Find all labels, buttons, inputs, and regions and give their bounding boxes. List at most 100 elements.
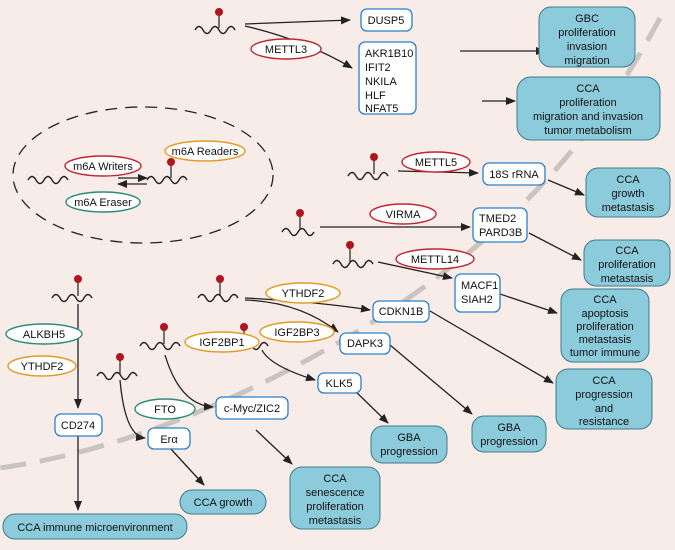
outcome-gbc-line1: GBC <box>575 13 599 25</box>
enzyme-oval-mettl3: METTL3 <box>250 38 322 60</box>
outcome-box-cca-proliferation-metastasis: CCA proliferation metastasis <box>583 239 671 287</box>
enzyme-label-ythdf2-left: YTHDF2 <box>21 361 64 373</box>
target-label-18s-rrna: 18S rRNA <box>489 169 539 181</box>
enzyme-oval-virma: VIRMA <box>369 203 437 225</box>
outcome-cca-sen-line2: senescence <box>306 487 365 499</box>
legend-readers-oval: m6A Readers <box>164 140 246 162</box>
target-label-klk5: KLK5 <box>326 378 353 390</box>
outcome-cca-prog-line2: progression <box>575 389 632 401</box>
target-label-nkila: NKILA <box>365 76 397 88</box>
enzyme-label-igf2bp1: IGF2BP1 <box>199 337 244 349</box>
outcome-cca-immune-label: CCA immune microenvironment <box>17 522 172 534</box>
enzyme-oval-ythdf2-left: YTHDF2 <box>7 355 77 377</box>
rna-strand-top <box>194 8 236 35</box>
outcome-box-cca-senescence: CCA senescence proliferation metastasis <box>289 466 381 530</box>
outcome-cca-prog-line3: and <box>595 403 613 415</box>
target-label-siah2: SIAH2 <box>461 294 493 306</box>
outcome-cca-gm-line3: metastasis <box>602 202 655 214</box>
outcome-cca-pm-line3: metastasis <box>601 273 654 285</box>
target-label-macf1: MACF1 <box>461 280 498 292</box>
outcome-box-gbc: GBC proliferation invasion migration <box>538 6 636 68</box>
target-label-ifit2: IFIT2 <box>365 62 391 74</box>
target-box-mettl3-group: AKR1B10 IFIT2 NKILA HLF NFAT5 <box>358 41 417 115</box>
outcome-cca-metab-line3: migration and invasion <box>533 111 643 123</box>
legend-writers-oval: m6A Writers <box>64 155 142 177</box>
enzyme-oval-fto: FTO <box>134 398 196 420</box>
rna-strand-igf2bp1 <box>139 323 181 351</box>
target-label-hlf: HLF <box>365 90 386 102</box>
outcome-cca-apo-line5: tumor immune <box>570 347 640 359</box>
dashed-separator-curve <box>0 16 663 471</box>
target-label-dusp5: DUSP5 <box>368 15 405 27</box>
enzyme-label-fto: FTO <box>154 404 176 416</box>
outcome-gbc-line3: invasion <box>567 41 607 53</box>
enzyme-label-mettl14: METTL14 <box>411 254 459 266</box>
enzyme-label-virma: VIRMA <box>386 209 422 221</box>
target-label-tmed2: TMED2 <box>479 213 516 225</box>
outcome-cca-apo-line1: CCA <box>593 294 617 306</box>
outcome-cca-prog-line4: resistance <box>579 416 629 428</box>
legend-writers-label: m6A Writers <box>73 161 133 173</box>
outcome-cca-gm-line1: CCA <box>616 174 640 186</box>
outcome-cca-prog-line1: CCA <box>592 375 616 387</box>
target-box-cd274: CD274 <box>54 413 103 437</box>
outcome-box-cca-growth: CCA growth <box>179 489 267 515</box>
rna-strand-fto <box>96 353 138 381</box>
enzyme-oval-alkbh5: ALKBH5 <box>5 323 83 345</box>
target-box-dusp5: DUSP5 <box>360 8 413 32</box>
target-box-cdkn1b: CDKN1B <box>372 300 430 323</box>
outcome-box-cca-apoptosis: CCA apoptosis proliferation metastasis t… <box>560 288 650 363</box>
rna-strand-mettl5 <box>347 153 389 181</box>
outcome-cca-pm-line2: proliferation <box>598 259 655 271</box>
outcome-cca-apo-line3: proliferation <box>576 321 633 333</box>
target-label-era: Erα <box>160 434 178 446</box>
outcome-cca-metab-line1: CCA <box>576 83 600 95</box>
outcome-box-gba-klk5: GBA progression <box>370 425 448 464</box>
outcome-cca-sen-line1: CCA <box>323 473 347 485</box>
target-box-era: Erα <box>147 427 191 450</box>
rna-strand-legend-right <box>146 158 188 185</box>
outcome-cca-apo-line2: apoptosis <box>581 308 629 320</box>
enzyme-oval-mettl14: METTL14 <box>395 248 475 270</box>
legend-dashed-ellipse <box>12 106 274 244</box>
outcome-cca-metab-line4: tumor metabolism <box>544 125 631 137</box>
enzyme-label-mettl5: METTL5 <box>415 157 457 169</box>
outcome-cca-pm-line1: CCA <box>615 245 639 257</box>
target-box-dapk3: DAPK3 <box>339 332 391 355</box>
target-box-18s-rrna: 18S rRNA <box>482 162 546 186</box>
target-label-dapk3: DAPK3 <box>347 338 383 350</box>
target-label-pard3b: PARD3B <box>479 227 522 239</box>
outcome-cca-sen-line3: proliferation <box>306 501 363 513</box>
target-box-virma-group: TMED2 PARD3B <box>472 207 528 243</box>
target-box-cmyc-zic2: c-Myc/ZIC2 <box>215 396 289 420</box>
outcome-gba2-line1: GBA <box>397 432 421 444</box>
rna-strand-ythdf2 <box>197 275 239 303</box>
target-label-cmyc-zic2: c-Myc/ZIC2 <box>224 403 280 415</box>
target-label-cd274: CD274 <box>61 420 95 432</box>
outcome-gbc-line4: migration <box>564 55 609 67</box>
outcome-gba2-line2: progression <box>380 446 437 458</box>
enzyme-oval-igf2bp3: IGF2BP3 <box>259 321 335 343</box>
outcome-gba1-line2: progression <box>480 436 537 448</box>
legend-eraser-label: m6A Eraser <box>74 197 132 209</box>
enzyme-oval-igf2bp1: IGF2BP1 <box>184 331 260 353</box>
outcome-box-gba-dapk3: GBA progression <box>471 415 547 453</box>
enzyme-label-alkbh5: ALKBH5 <box>23 329 65 341</box>
outcome-gbc-line2: proliferation <box>558 27 615 39</box>
outcome-cca-growth-label: CCA growth <box>194 497 253 509</box>
legend-eraser-oval: m6A Eraser <box>65 191 141 213</box>
outcome-cca-sen-line4: metastasis <box>309 515 362 527</box>
outcome-cca-apo-line4: metastasis <box>579 334 632 346</box>
enzyme-oval-mettl5: METTL5 <box>401 151 471 173</box>
enzyme-label-mettl3: METTL3 <box>265 44 307 56</box>
outcome-cca-gm-line2: growth <box>611 188 644 200</box>
target-box-mettl14-group: MACF1 SIAH2 <box>454 273 501 313</box>
target-box-klk5: KLK5 <box>317 372 362 394</box>
enzyme-label-ythdf2-right: YTHDF2 <box>282 288 325 300</box>
outcome-cca-metab-line2: proliferation <box>559 97 616 109</box>
outcome-box-cca-progression: CCA progression and resistance <box>555 368 653 430</box>
rna-strand-alkbh5 <box>51 275 93 303</box>
target-label-akr1b10: AKR1B10 <box>365 48 413 60</box>
target-label-nfat5: NFAT5 <box>365 103 398 115</box>
